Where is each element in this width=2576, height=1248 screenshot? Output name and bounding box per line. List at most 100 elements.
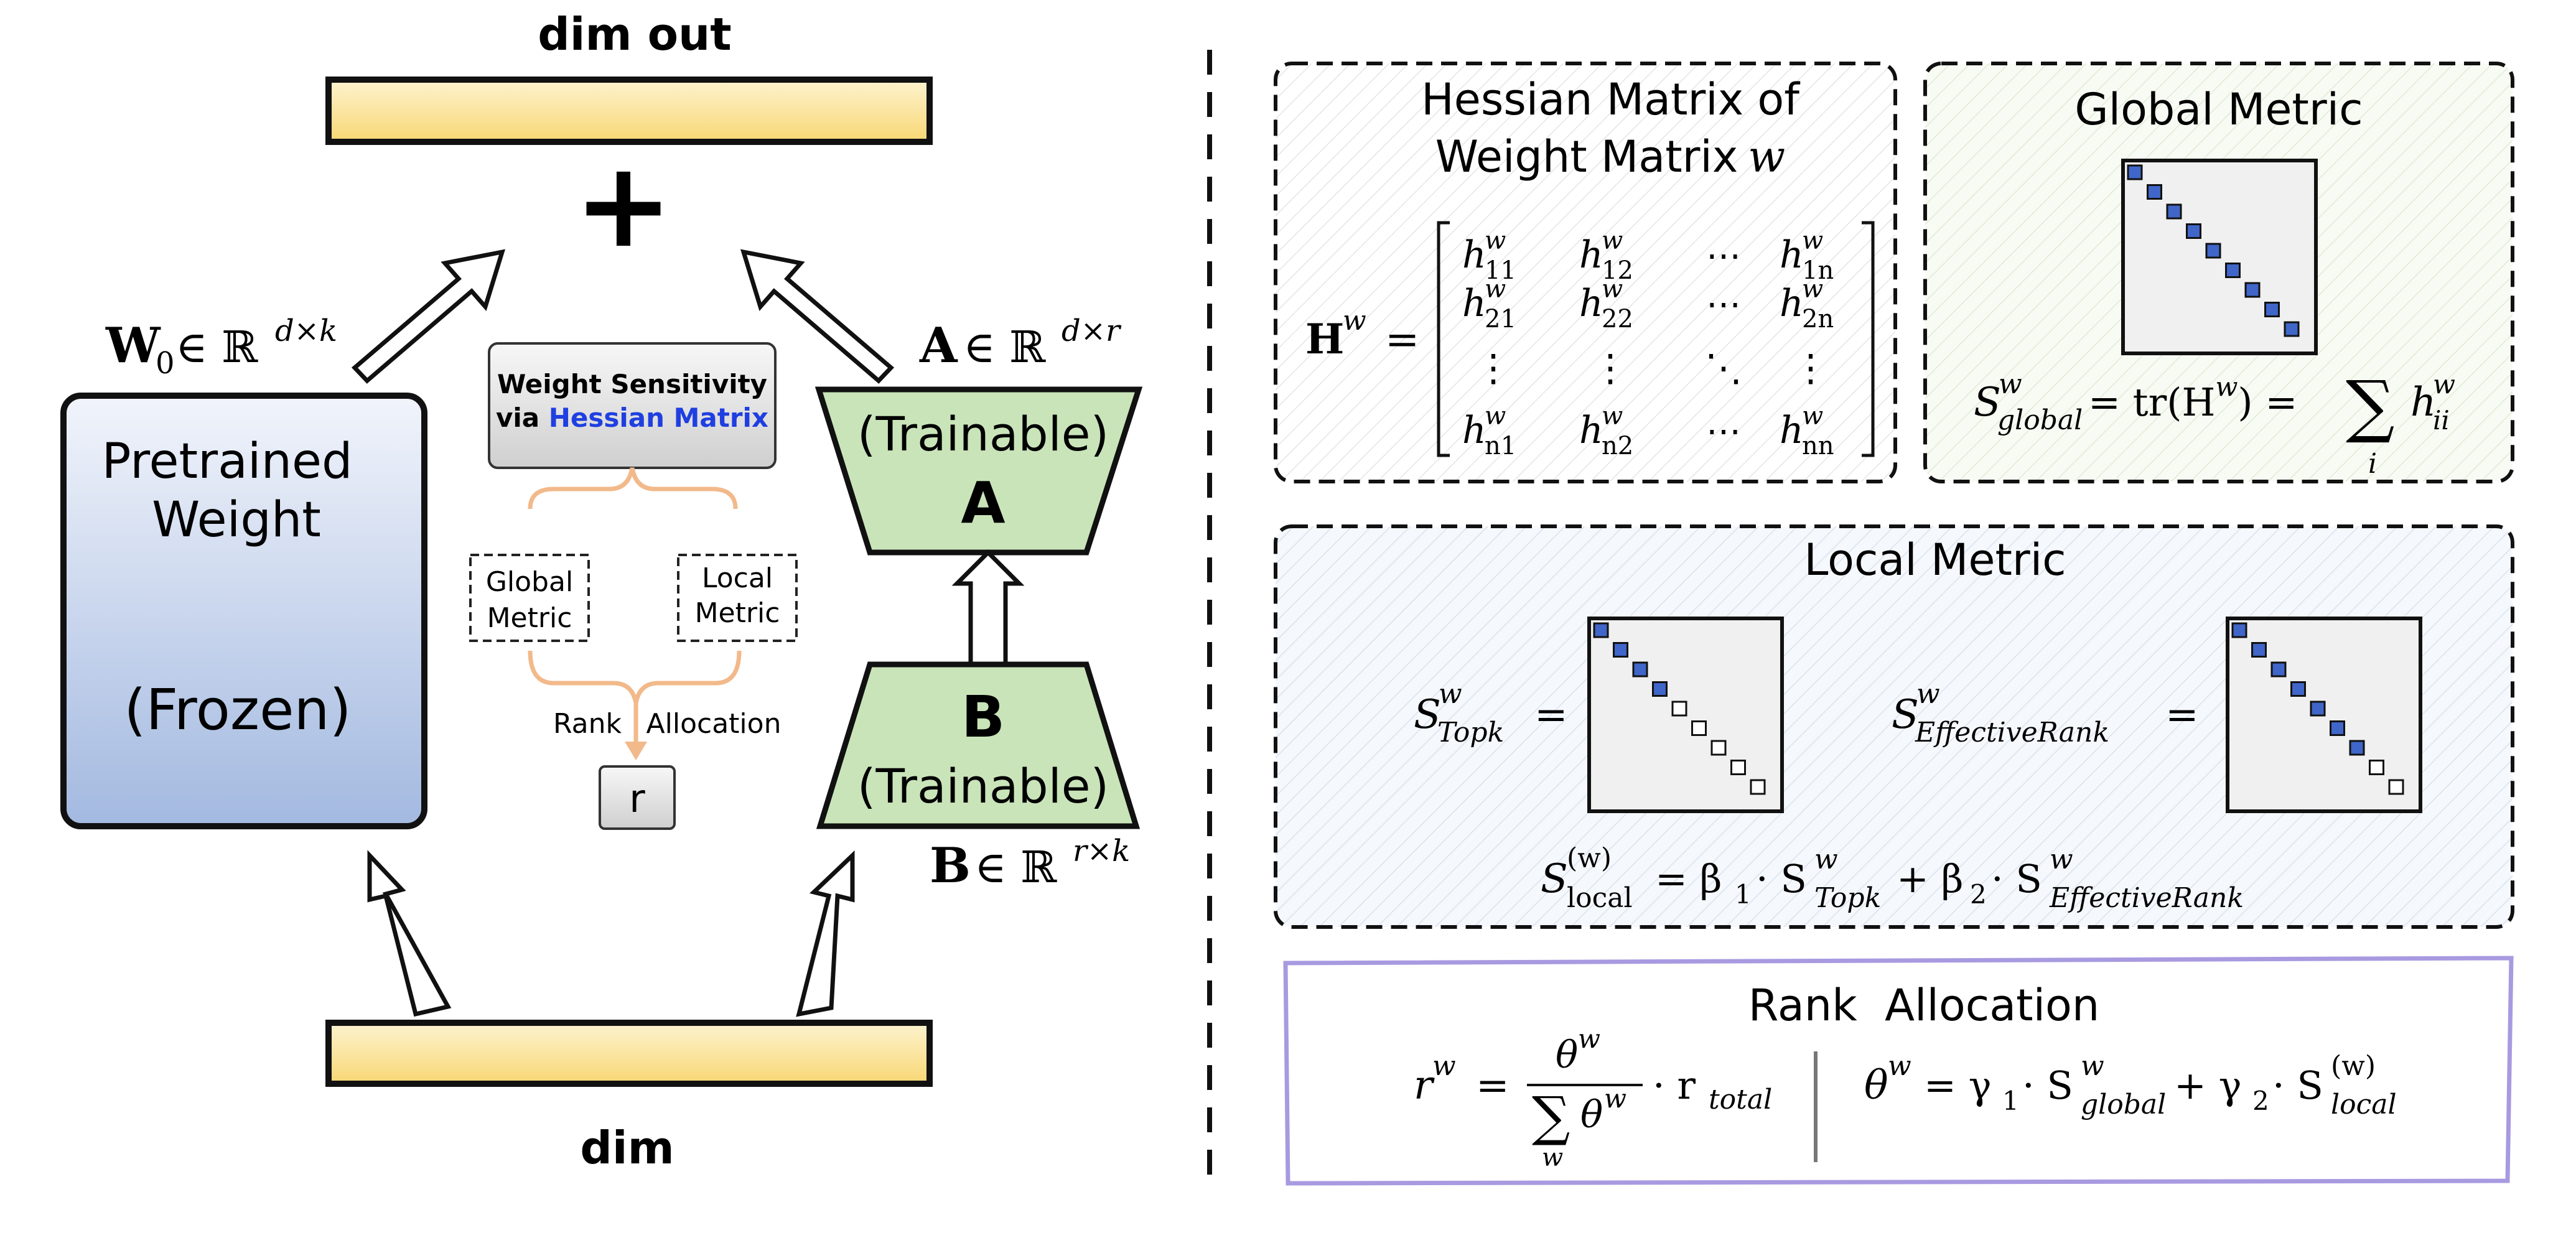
matrix-entry: h xyxy=(1462,409,1486,452)
global-metric-small-box xyxy=(469,554,590,642)
svg-text:global: global xyxy=(2081,1089,2166,1120)
svg-text:r×k: r×k xyxy=(1073,834,1130,868)
pretrained-label: Pretrained xyxy=(101,434,352,490)
input-bar xyxy=(325,1020,933,1087)
matrix-entry-sup: w xyxy=(1802,402,1823,431)
matrix-entry: h xyxy=(1579,233,1603,277)
er-diag-cell xyxy=(2330,720,2345,736)
matrix-entry-sub: nn xyxy=(1802,432,1834,460)
matrix-ellipsis: ⋮ xyxy=(1592,347,1629,390)
matrix-entry-sup: w xyxy=(1602,402,1623,431)
matrix-entry-sup: w xyxy=(1602,275,1623,304)
svg-text:2: 2 xyxy=(2252,1086,2269,1116)
arrow-a-to-sum xyxy=(740,249,895,384)
plus-symbol: + xyxy=(574,136,673,274)
svg-text:ii: ii xyxy=(2433,405,2450,435)
local-metric-small-line1: Local xyxy=(702,562,773,594)
topk-diag-cell xyxy=(1593,622,1609,638)
topk-formula: S w Topk = xyxy=(1414,678,1568,748)
svg-text:+ γ: + γ xyxy=(2174,1063,2242,1108)
svg-text:θ: θ xyxy=(1556,1033,1578,1077)
svg-text:i: i xyxy=(2368,448,2377,480)
er-diag-cell xyxy=(2270,661,2287,678)
topk-diag-cell xyxy=(1691,720,1707,736)
global-diag-cell xyxy=(2205,243,2221,259)
arrow-input-to-pretrained xyxy=(367,850,452,1017)
r-box-label: r xyxy=(629,776,645,821)
matrix-entry-sub: n2 xyxy=(1602,432,1633,460)
merge-arrow-head xyxy=(625,742,647,760)
svg-text:+ β: + β xyxy=(1897,856,1964,901)
svg-text:= tr(Hw) =: = tr(Hw) = xyxy=(2088,371,2297,425)
w0-label: W 0 ∈ ℝ d×k xyxy=(105,314,337,381)
trainable-a-label: (Trainable) xyxy=(857,406,1109,462)
svg-text:S: S xyxy=(1974,380,2001,426)
matrix-entry: h xyxy=(1579,409,1603,452)
global-metric-small-line2: Metric xyxy=(487,602,572,634)
global-metric-small-line1: Global xyxy=(486,566,573,598)
svg-text:d×r: d×r xyxy=(1062,314,1122,348)
er-diag-cell xyxy=(2349,740,2365,756)
er-diag-cell xyxy=(2290,681,2306,697)
matrix-ellipsis: ⋮ xyxy=(1792,347,1829,390)
matrix-entry-sup: w xyxy=(1485,275,1506,304)
er-diag-cell xyxy=(2231,622,2247,638)
svg-text:w: w xyxy=(2050,844,2073,875)
hessian-title-line1: Hessian Matrix of xyxy=(1421,74,1800,125)
svg-text:w: w xyxy=(1439,678,1462,710)
matrix-ellipsis: ⋮ xyxy=(1475,347,1512,390)
matrix-entry: h xyxy=(1579,282,1603,325)
trainable-b-block xyxy=(816,661,1141,829)
svg-text:w: w xyxy=(1578,1023,1600,1054)
matrix-entry-sup: w xyxy=(1485,226,1506,255)
arrow-b-to-a xyxy=(951,549,1025,668)
svg-text:(w): (w) xyxy=(2331,1050,2376,1082)
matrix-right-bracket xyxy=(1862,221,1875,457)
er-diag-cell xyxy=(2251,642,2267,658)
svg-text:w: w xyxy=(1916,678,1940,710)
frozen-label: (Frozen) xyxy=(124,678,351,743)
svg-text:=: = xyxy=(1385,315,1419,363)
svg-text:θ: θ xyxy=(1864,1063,1888,1109)
output-bar xyxy=(325,77,933,145)
svg-text:· S: · S xyxy=(1756,856,1807,901)
svg-text:local: local xyxy=(2331,1089,2397,1120)
svg-text:=: = xyxy=(1476,1063,1510,1109)
svg-text:total: total xyxy=(1709,1084,1772,1115)
svg-text:∑: ∑ xyxy=(2346,366,2395,445)
a-matrix-label: A ∈ ℝ d×r xyxy=(919,314,1122,374)
svg-text:w: w xyxy=(1888,1050,1911,1082)
global-diag-cell xyxy=(2186,223,2201,239)
r-box xyxy=(599,765,676,830)
svg-text:w: w xyxy=(1604,1083,1626,1114)
topk-diag-cell xyxy=(1613,642,1628,658)
topk-diag-cell xyxy=(1632,661,1648,678)
matrix-entry-sub: 2n xyxy=(1802,305,1834,333)
local-metric-small-box xyxy=(677,554,798,642)
matrix-ellipsis: ⋯ xyxy=(1706,411,1741,452)
svg-text:local: local xyxy=(1567,882,1633,914)
matrix-left-bracket xyxy=(1437,221,1450,457)
global-diag-cell xyxy=(2264,302,2280,317)
local-metric-small-line2: Metric xyxy=(695,597,780,629)
split-brace xyxy=(528,467,738,510)
matrix-entry-sup: w xyxy=(1802,226,1823,255)
svg-text:· r: · r xyxy=(1653,1063,1696,1108)
svg-text:d×k: d×k xyxy=(275,314,337,348)
matrix-ellipsis: ⋯ xyxy=(1706,284,1741,325)
matrix-entry-sub: 11 xyxy=(1485,256,1516,285)
arrow-pretrained-to-sum xyxy=(351,249,506,384)
global-diag-cell xyxy=(2166,203,2182,220)
svg-text:B: B xyxy=(930,837,971,894)
svg-text:∈ ℝ: ∈ ℝ xyxy=(175,322,258,373)
svg-text:2: 2 xyxy=(1970,879,1987,910)
svg-text:=: = xyxy=(2165,692,2199,738)
topk-diag-cell xyxy=(1750,779,1766,795)
matrix-entry-sub: 22 xyxy=(1602,305,1633,333)
svg-text:· S: · S xyxy=(2022,1063,2073,1108)
global-diag-cell xyxy=(2244,282,2261,298)
matrix-entry: h xyxy=(1462,233,1486,277)
matrix-entry-sup: w xyxy=(1802,275,1823,304)
trainable-b-label: (Trainable) xyxy=(857,758,1109,814)
